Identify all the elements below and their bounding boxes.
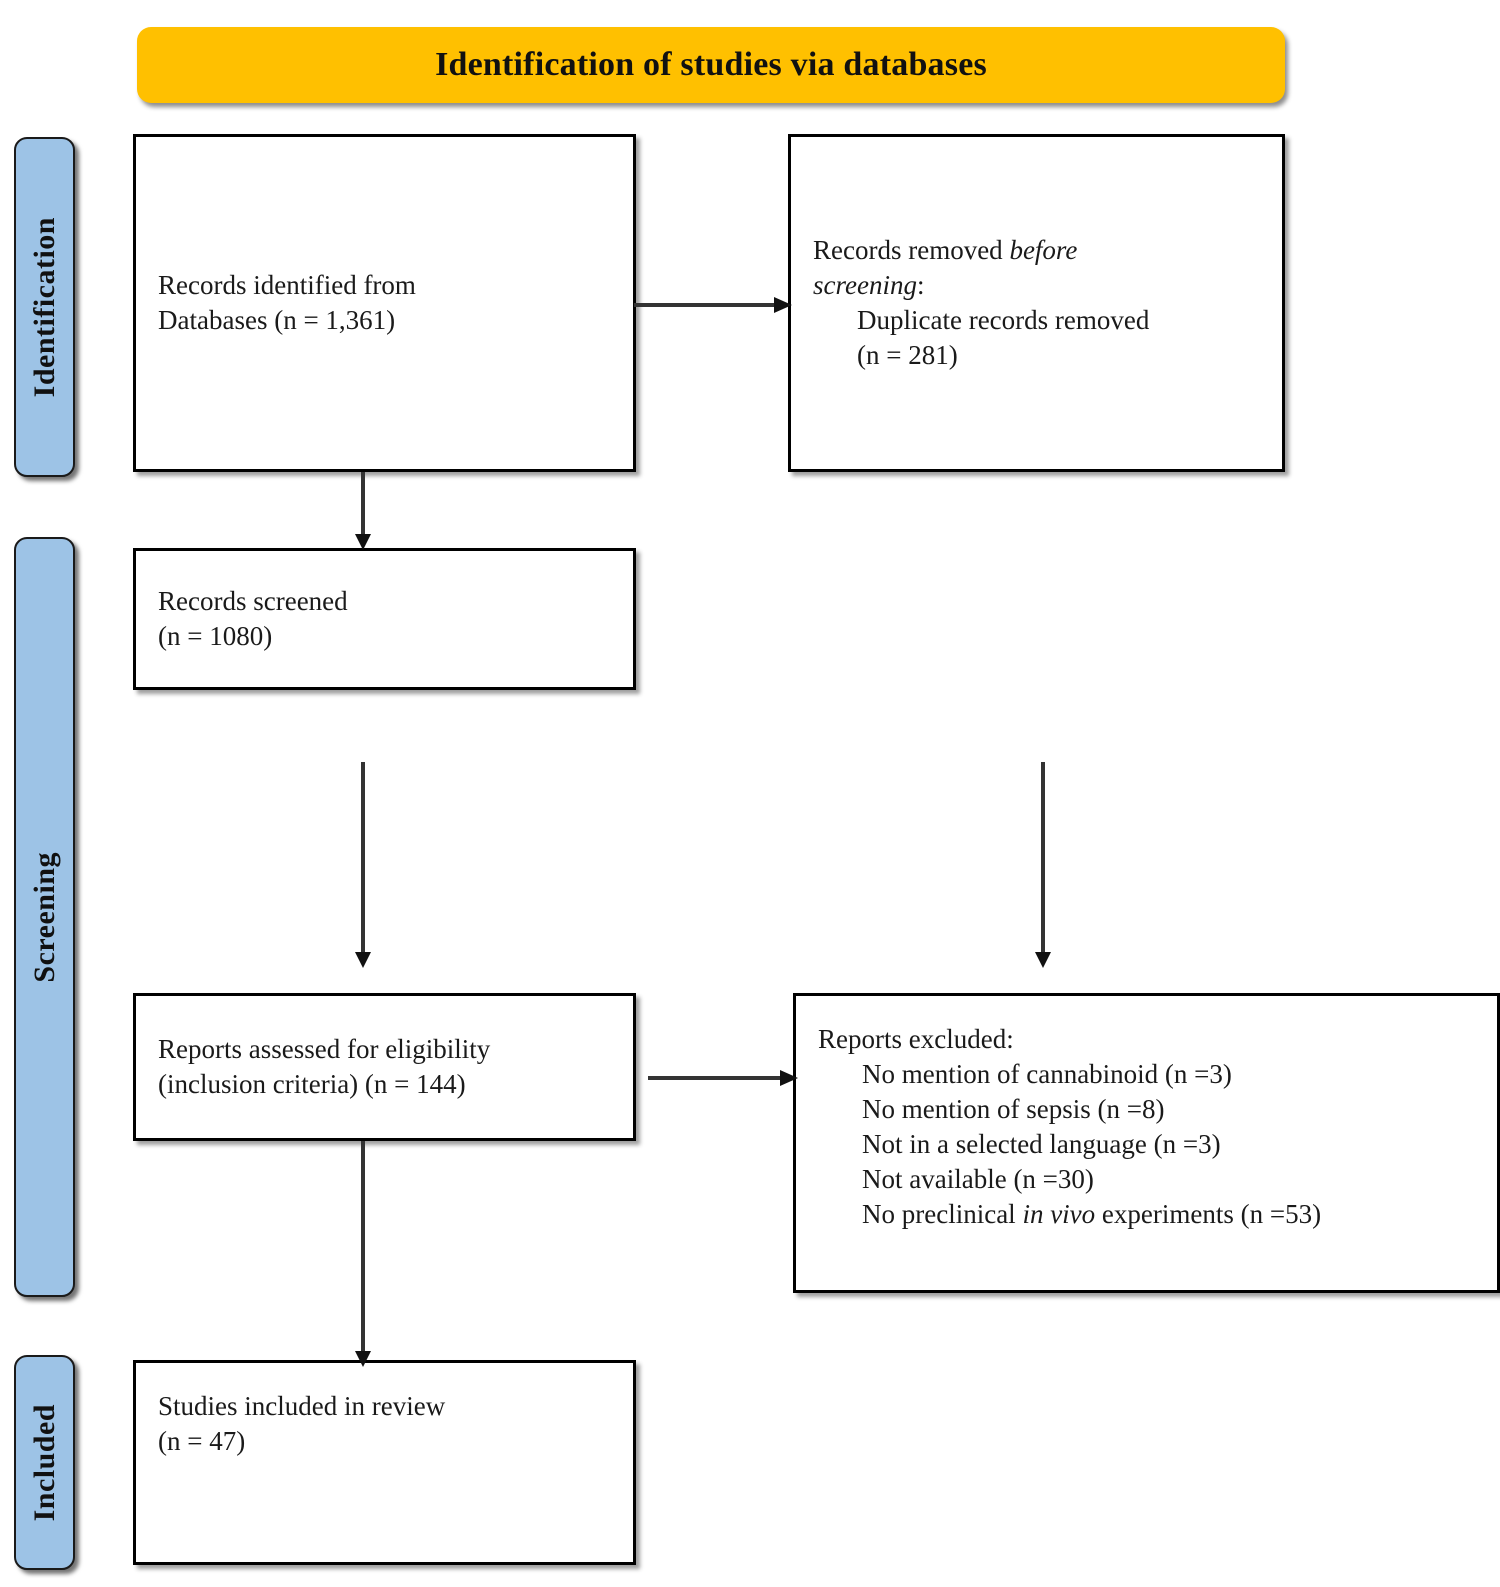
stage-tab-screening: Screening (14, 537, 75, 1297)
records-removed-line2: screening: (813, 269, 925, 300)
banner-title: Identification of studies via databases (435, 46, 987, 83)
arrow-identified-to-screened (350, 472, 376, 552)
box-records-identified: Records identified from Databases (n = 1… (133, 134, 636, 472)
exclusion-reason: No mention of cannabinoid (n =3) (862, 1059, 1232, 1090)
duplicate-records-removed: Duplicate records removed (857, 305, 1150, 335)
exclusion-reason: No mention of sepsis (n =8) (862, 1094, 1165, 1125)
records-removed-line1: Records removed before (813, 234, 1078, 265)
stage-tab-identification: Identification (14, 137, 75, 477)
arrow-eligibility-to-excluded (648, 1065, 800, 1091)
box-reports-excluded: Reports excluded: No mention of cannabin… (793, 993, 1500, 1293)
records-identified-line2: Databases (n = 1,361) (158, 305, 396, 335)
exclusion-reason: Not available (n =30) (862, 1164, 1094, 1195)
records-screened-line1: Records screened (158, 585, 348, 616)
arrow-screening-to-excluded (1030, 762, 1056, 970)
arrow-identified-to-removed (634, 292, 794, 318)
exclusion-reason: Not in a selected language (n =3) (862, 1129, 1221, 1160)
studies-included-line2: (n = 47) (158, 1426, 246, 1457)
box-reports-assessed: Reports assessed for eligibility (inclus… (133, 993, 636, 1141)
exclusion-reason: No preclinical in vivo experiments (n =5… (862, 1199, 1322, 1230)
box-studies-included: Studies included in review (n = 47) (133, 1360, 636, 1565)
box-records-screened: Records screened (n = 1080) (133, 548, 636, 690)
records-identified-line1: Records identified from (158, 269, 416, 300)
arrow-screened-to-eligibility (350, 762, 376, 970)
records-screened-line2: (n = 1080) (158, 621, 273, 651)
header-banner: Identification of studies via databases (137, 27, 1285, 103)
reports-assessed-line2: (inclusion criteria) (n = 144) (158, 1069, 466, 1099)
stage-label-identification: Identification (27, 216, 61, 398)
stage-tab-included: Included (14, 1355, 75, 1570)
box-records-removed: Records removed before screening: Duplic… (788, 134, 1285, 472)
studies-included-line1: Studies included in review (158, 1391, 446, 1421)
reports-excluded-heading: Reports excluded: (818, 1024, 1014, 1054)
stage-label-screening: Screening (27, 851, 61, 983)
duplicate-records-count: (n = 281) (857, 340, 958, 371)
reports-assessed-line1: Reports assessed for eligibility (158, 1033, 491, 1064)
stage-label-included: Included (27, 1403, 61, 1522)
arrow-eligibility-to-included (350, 1141, 376, 1369)
